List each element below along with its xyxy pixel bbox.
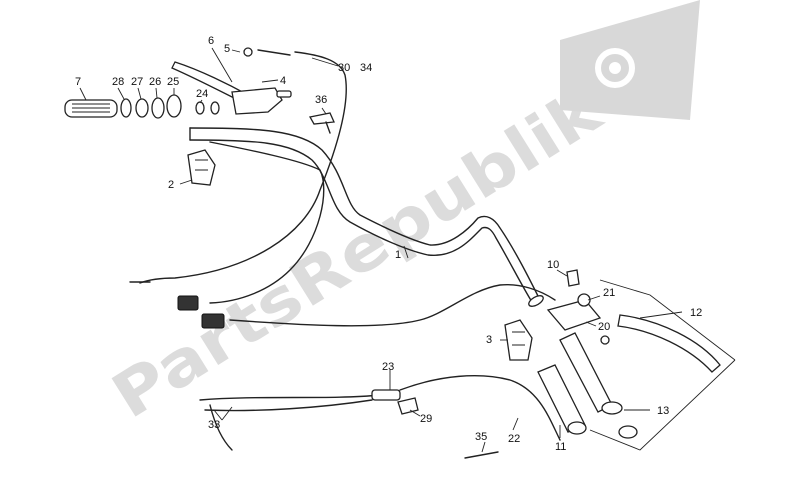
mirror-mount — [601, 401, 638, 439]
callout-34: 34 — [360, 62, 372, 74]
handlebar — [189, 127, 544, 307]
callout-26: 26 — [149, 76, 161, 88]
left-switch-housing — [187, 149, 216, 186]
leader-lines — [79, 47, 683, 453]
callout-5: 5 — [224, 43, 230, 55]
callout-4: 4 — [280, 75, 286, 87]
callout-23: 23 — [382, 361, 394, 373]
throttle-cable-adjuster — [371, 389, 419, 415]
gear-flag-logo — [560, 0, 700, 120]
watermark-text: PartsRepublik — [99, 73, 614, 433]
brake-lever — [546, 279, 736, 451]
left-switch-washers — [120, 94, 220, 119]
throttle-grip — [537, 332, 613, 435]
callout-3: 3 — [486, 334, 492, 346]
callout-labels: 1 2 3 4 5 6 7 10 11 12 13 20 21 22 23 24… — [75, 35, 702, 453]
callout-36: 36 — [315, 94, 327, 106]
callout-11: 11 — [555, 441, 566, 453]
callout-30: 30 — [338, 62, 350, 74]
callout-13: 13 — [657, 405, 669, 417]
callout-25: 25 — [167, 76, 179, 88]
callout-29: 29 — [420, 413, 432, 425]
callout-22: 22 — [508, 433, 520, 445]
callout-2: 2 — [168, 179, 174, 191]
connectors — [177, 295, 225, 329]
callout-28: 28 — [112, 76, 124, 88]
right-switch-housing — [504, 319, 533, 361]
cables — [129, 51, 561, 451]
callout-21: 21 — [603, 287, 615, 299]
pin — [464, 451, 499, 459]
callout-27: 27 — [131, 76, 143, 88]
callout-12: 12 — [690, 307, 702, 319]
callout-10: 10 — [547, 259, 559, 271]
cable-clip — [308, 112, 335, 134]
callout-6: 6 — [208, 35, 214, 47]
callout-33: 33 — [208, 419, 220, 431]
left-grip — [64, 99, 118, 118]
watermark: PartsRepublik — [99, 0, 700, 433]
callout-24: 24 — [196, 88, 208, 100]
callout-7: 7 — [75, 76, 81, 88]
callout-1: 1 — [395, 249, 401, 261]
bolt — [566, 269, 580, 287]
clutch-lever — [171, 47, 292, 115]
callout-20: 20 — [598, 321, 610, 333]
callout-35: 35 — [475, 431, 487, 443]
